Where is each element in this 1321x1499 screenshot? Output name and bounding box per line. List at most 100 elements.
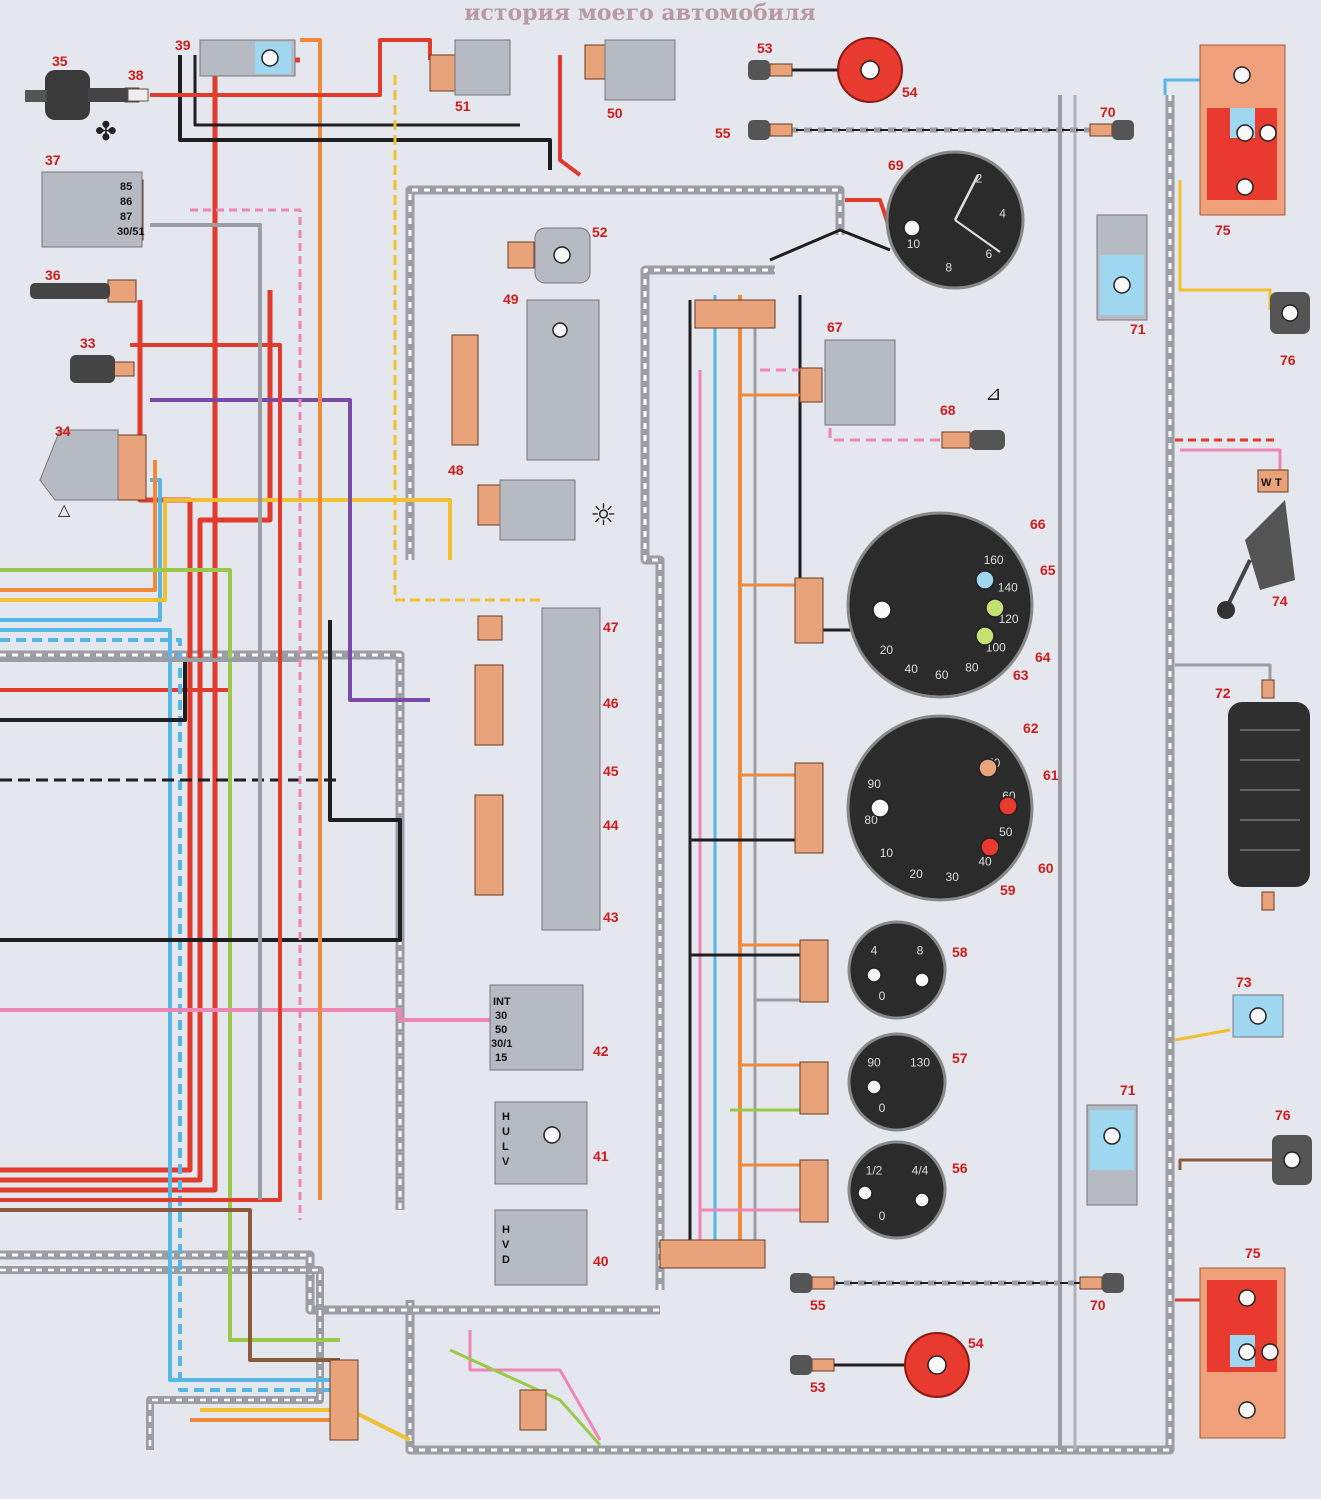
- lamp-55-upper: [748, 120, 770, 140]
- label-33: 33: [80, 335, 96, 351]
- lamp-53-upper: [748, 60, 770, 80]
- lamp-icon-39: [261, 49, 279, 67]
- connector-36: [107, 279, 137, 303]
- dial-tick-label: 50: [999, 825, 1013, 839]
- dial-tick-label: 4: [871, 944, 878, 958]
- fan-icon: ✤: [95, 117, 117, 147]
- connector-33: [111, 361, 135, 377]
- label-54-lower: 54: [968, 1335, 984, 1351]
- label-56: 56: [952, 1160, 968, 1176]
- wire-black-7: [769, 228, 891, 262]
- sensor-36: [30, 283, 110, 299]
- tachometer-59: 706050403020108090: [846, 714, 1034, 902]
- dial-tick-label: 20: [909, 867, 923, 881]
- label-70-upper: 70: [1100, 104, 1116, 120]
- dial-tick-label: 160: [984, 553, 1004, 567]
- label-68: 68: [940, 402, 956, 418]
- pin-74-w: W: [1261, 477, 1272, 489]
- door-lamp-71-lower: [1086, 1104, 1138, 1206]
- dial-tick-label: 0: [879, 1209, 886, 1223]
- label-75-upper: 75: [1215, 222, 1231, 238]
- wire-green-2: [449, 1348, 602, 1446]
- label-70-extra: 70: [1100, 104, 1116, 120]
- connector-48: [477, 484, 501, 526]
- wire-orange-2: [300, 38, 322, 1200]
- connector-speedometer: [794, 577, 824, 644]
- label-59: 59: [1000, 882, 1016, 898]
- connector-49: [451, 334, 479, 446]
- pin-labels: 85 86 87 30/51 INT 30 50 30/1 15 H U L V…: [117, 181, 1282, 1266]
- label-71-lower: 71: [1120, 1082, 1136, 1098]
- label-69: 69: [888, 157, 904, 173]
- wire-black-2: [0, 660, 187, 722]
- wire-black-1: [0, 620, 402, 942]
- pin-40-h: H: [502, 1224, 510, 1236]
- wire-violet-1: [150, 398, 430, 702]
- connector-53-lower: [811, 1358, 835, 1372]
- wire-blue-2: [0, 638, 330, 1392]
- label-52: 52: [592, 224, 608, 240]
- connector-52: [507, 241, 535, 269]
- dial-tick-label: 4/4: [912, 1164, 929, 1178]
- indicator-lamp-65: [985, 598, 1005, 618]
- connector-67: [799, 367, 823, 403]
- connector-44: [474, 794, 504, 896]
- label-60: 60: [1038, 860, 1054, 876]
- connector-34: [117, 434, 147, 501]
- label-37: 37: [45, 152, 61, 168]
- label-62: 62: [1023, 720, 1039, 736]
- wire-blue-1: [0, 628, 330, 1382]
- label-44: 44: [603, 817, 619, 833]
- wire-yellow-1: [0, 498, 452, 602]
- switch-50: [604, 39, 676, 101]
- label-45: 45: [603, 763, 619, 779]
- label-76-upper: 76: [1280, 352, 1296, 368]
- pin-41-v: V: [502, 1156, 510, 1168]
- door-switch-icon: ⊿: [985, 381, 1002, 405]
- connector-70-lower: [1079, 1276, 1103, 1290]
- connector-center-bottom: [659, 1239, 766, 1269]
- fuse-38: [127, 88, 149, 102]
- label-43: 43: [603, 909, 619, 925]
- pin-37-85: 85: [120, 181, 132, 193]
- pin-42-int: INT: [493, 996, 511, 1008]
- dial-tick-label: 20: [880, 643, 894, 657]
- dial-tick-label: 8: [917, 944, 924, 958]
- wire-right-brown-76: [1178, 1158, 1275, 1170]
- dial-tick-label: 30: [946, 870, 960, 884]
- switch-block-43-47: [541, 607, 601, 931]
- indicator-lamp-60: [980, 837, 1000, 857]
- pin-42-50: 50: [495, 1024, 507, 1036]
- label-58: 58: [952, 944, 968, 960]
- label-55-lower: 55: [810, 1297, 826, 1313]
- connector-58: [799, 939, 829, 1003]
- wire-red-6: [150, 38, 432, 97]
- wire-pink-3: [468, 1330, 602, 1441]
- pin-74-t: T: [1275, 477, 1282, 489]
- dial-tick-label: 80: [864, 813, 878, 827]
- label-63: 63: [1013, 667, 1029, 683]
- label-36: 36: [45, 267, 61, 283]
- pin-37-86: 86: [120, 196, 132, 208]
- connector-74: [1257, 469, 1289, 493]
- sensor-68: [970, 430, 1005, 450]
- dial-tick-label: 10: [880, 846, 894, 860]
- components: ✤ △ ☼: [25, 37, 1312, 1439]
- connector-46: [474, 664, 504, 746]
- wire-green-1: [0, 568, 340, 1342]
- indicator-lamp-62: [978, 758, 998, 778]
- lamp-icon-41: [543, 1126, 561, 1144]
- label-71-upper: 71: [1130, 321, 1146, 337]
- wire-right-upper-blue: [1163, 78, 1200, 95]
- label-72: 72: [1215, 685, 1231, 701]
- pin-40-v: V: [502, 1239, 510, 1251]
- label-34: 34: [55, 423, 71, 439]
- lamp-icon-52: [553, 246, 571, 264]
- label-49: 49: [503, 291, 519, 307]
- label-47: 47: [603, 619, 619, 635]
